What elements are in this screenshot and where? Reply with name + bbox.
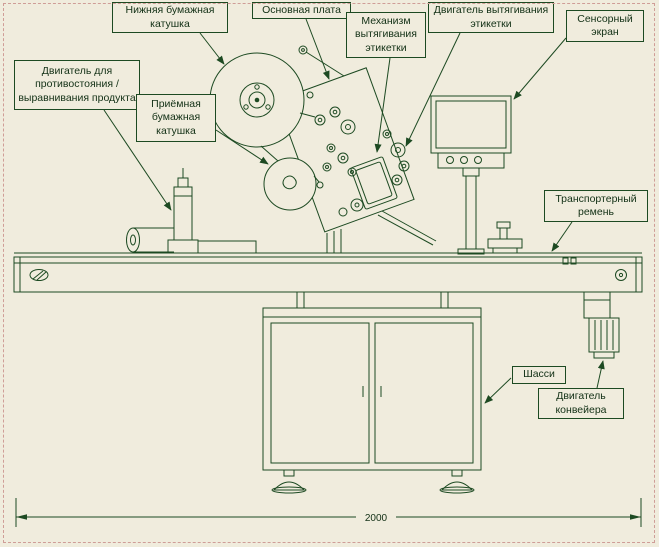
- product-on-conveyor: [197, 240, 257, 254]
- callout-touch-screen: Сенсорный экран: [566, 10, 644, 42]
- product-roller-drawing: [126, 227, 174, 253]
- label-frame-drawing: [350, 156, 398, 210]
- product-align-motor-drawing: [167, 168, 199, 254]
- leader-conveyor-motor: [596, 360, 605, 389]
- callout-leader-lines: [103, 18, 605, 404]
- callout-chassis: Шасси: [512, 366, 566, 384]
- label-tape-path: [260, 112, 320, 183]
- callout-conveyor-motor: Двигатель конвейера: [538, 388, 624, 419]
- screen-pole: [465, 175, 477, 250]
- plate-top-arm: [298, 45, 345, 77]
- adjustable-guide-drawing: [487, 221, 523, 253]
- touch-screen-drawing: [430, 95, 512, 255]
- leader-main-board: [305, 18, 330, 80]
- screen-button: [460, 156, 468, 164]
- machine-foot-right: [439, 469, 475, 494]
- cabinet-door-left: [270, 322, 370, 464]
- dimension-label: 2000: [365, 513, 388, 524]
- leader-receiving-paper-spool: [215, 129, 269, 165]
- leader-conveyor-belt: [551, 221, 573, 252]
- leader-touch-screen: [513, 37, 567, 100]
- screen-button: [474, 156, 482, 164]
- label-strip: [377, 210, 437, 246]
- dimension-2000: 2000: [15, 498, 642, 527]
- cabinet-door-right: [374, 322, 474, 464]
- callout-label-pull-mechanism: Механизм вытягивания этикетки: [346, 12, 426, 58]
- callout-label-pull-motor: Двигатель вытягивания этикетки: [428, 2, 554, 33]
- conveyor-supports: [296, 292, 449, 308]
- leader-chassis: [484, 377, 512, 404]
- callout-product-align-motor: Двигатель для противостояния / выравнива…: [14, 60, 140, 110]
- chassis-cabinet-drawing: [262, 307, 482, 471]
- callout-receiving-paper-spool: Приёмная бумажная катушка: [136, 94, 216, 142]
- callout-main-board: Основная плата: [252, 2, 351, 19]
- leader-label-pull-motor: [405, 32, 461, 147]
- conveyor-motor-drawing: [583, 291, 620, 359]
- callout-lower-paper-spool: Нижняя бумажная катушка: [112, 2, 228, 33]
- conveyor-belt-drawing: [13, 252, 643, 293]
- callout-conveyor-belt: Транспортерный ремень: [544, 190, 648, 222]
- machine-foot-left: [271, 469, 307, 494]
- receiving-paper-spool-drawing: [263, 157, 317, 211]
- leader-label-pull-mechanism: [374, 57, 391, 153]
- leader-product-align-motor: [103, 109, 172, 211]
- dimension-arrow-right: [630, 514, 641, 520]
- plate-rollers: [306, 91, 410, 217]
- lower-paper-spool-drawing: [209, 52, 305, 148]
- screen-button: [446, 156, 454, 164]
- leader-lower-paper-spool: [199, 32, 225, 65]
- dimension-arrow-left: [16, 514, 27, 520]
- plate-support-column: [326, 229, 342, 253]
